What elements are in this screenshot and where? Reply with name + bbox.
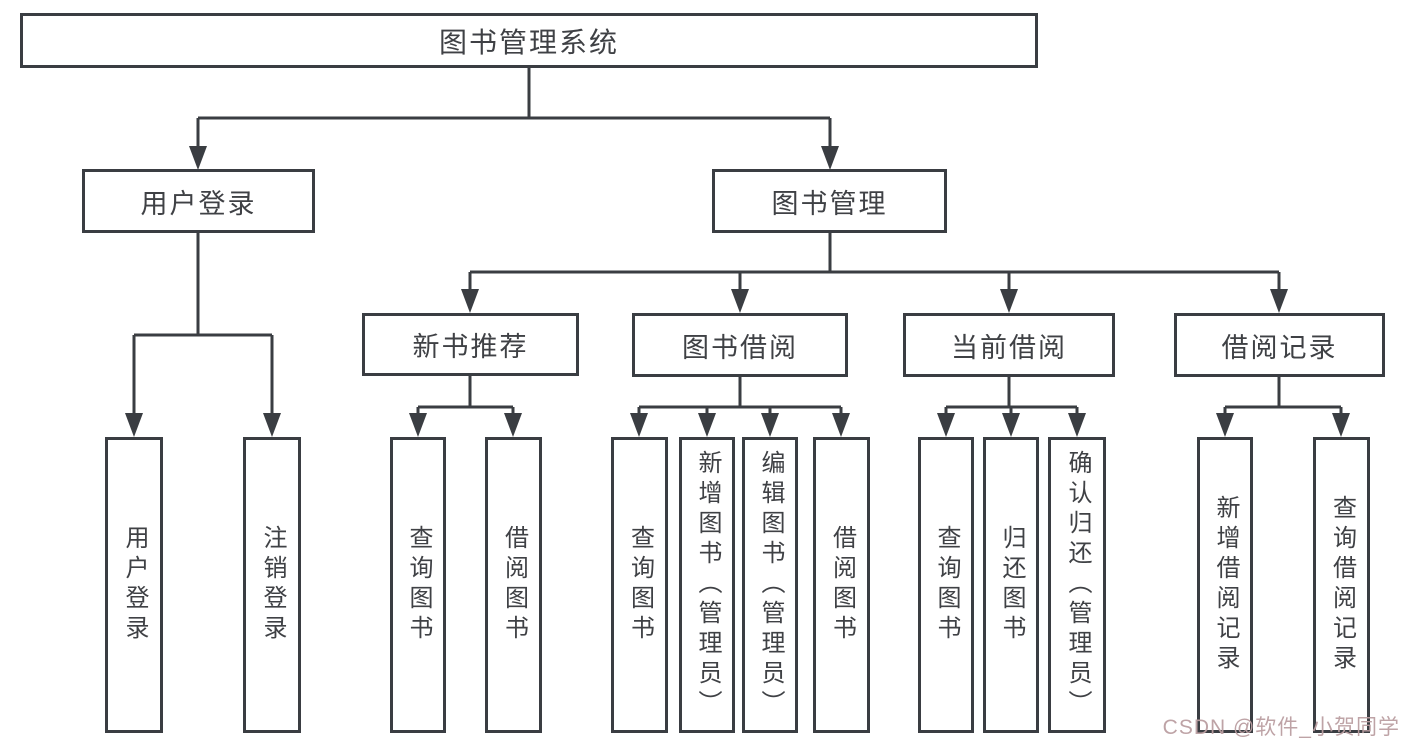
node-book-borrowing-label: 图书借阅 bbox=[682, 332, 798, 363]
node-book-management: 图书管理 bbox=[712, 169, 947, 233]
node-root: 图书管理系统 bbox=[20, 13, 1038, 68]
leaf-newbook-query-books-label: 查询图书 bbox=[405, 525, 432, 645]
leaf-borrow-borrow-books-label: 借阅图书 bbox=[828, 525, 856, 645]
node-book-borrowing: 图书借阅 bbox=[632, 313, 848, 377]
leaf-user-login: 用户登录 bbox=[105, 437, 163, 733]
leaf-records-query-record-label: 查询借阅记录 bbox=[1328, 495, 1356, 675]
node-current-borrowing: 当前借阅 bbox=[903, 313, 1115, 377]
leaf-current-return-books-label: 归还图书 bbox=[998, 525, 1025, 645]
leaf-borrow-borrow-books: 借阅图书 bbox=[813, 437, 870, 733]
node-book-management-label: 图书管理 bbox=[771, 188, 888, 219]
node-borrowing-records: 借阅记录 bbox=[1174, 313, 1385, 377]
leaf-newbook-query-books: 查询图书 bbox=[390, 437, 446, 733]
leaf-records-query-record: 查询借阅记录 bbox=[1313, 437, 1370, 733]
leaf-records-add-record-label: 新增借阅记录 bbox=[1212, 495, 1239, 675]
node-current-borrowing-label: 当前借阅 bbox=[951, 332, 1067, 363]
leaf-current-return-books: 归还图书 bbox=[983, 437, 1039, 733]
connector-records-to-leaves bbox=[1216, 377, 1350, 437]
leaf-borrow-add-books-admin: 新增图书（管理员） bbox=[679, 437, 735, 733]
watermark: CSDN @软件_小贺同学 bbox=[1162, 716, 1400, 739]
leaf-user-login-label: 用户登录 bbox=[121, 525, 148, 645]
connector-bookmgmt-to-level3 bbox=[461, 233, 1288, 313]
leaf-newbook-borrow-books-label: 借阅图书 bbox=[500, 525, 528, 645]
leaf-records-add-record: 新增借阅记录 bbox=[1197, 437, 1253, 733]
leaf-logout: 注销登录 bbox=[243, 437, 301, 733]
node-borrowing-records-label: 借阅记录 bbox=[1221, 332, 1338, 363]
node-new-book-recommend-label: 新书推荐 bbox=[412, 332, 529, 362]
leaf-borrow-query-books-label: 查询图书 bbox=[626, 525, 654, 645]
node-root-label: 图书管理系统 bbox=[438, 26, 619, 58]
leaf-borrow-edit-books-admin-label: 编辑图书（管理员） bbox=[757, 450, 784, 720]
leaf-current-confirm-return-admin-label: 确认归还（管理员） bbox=[1064, 450, 1091, 720]
leaf-current-query-books: 查询图书 bbox=[918, 437, 974, 733]
leaf-borrow-add-books-admin-label: 新增图书（管理员） bbox=[694, 450, 721, 720]
node-new-book-recommend: 新书推荐 bbox=[362, 313, 579, 376]
leaf-borrow-edit-books-admin: 编辑图书（管理员） bbox=[742, 437, 798, 733]
connector-current-to-leaves bbox=[937, 377, 1086, 437]
leaf-borrow-query-books: 查询图书 bbox=[611, 437, 668, 733]
leaf-current-query-books-label: 查询图书 bbox=[933, 525, 960, 645]
connector-borrow-to-leaves bbox=[630, 377, 850, 437]
node-user-login: 用户登录 bbox=[82, 169, 315, 233]
node-user-login-label: 用户登录 bbox=[140, 188, 257, 219]
connector-newbook-to-leaves bbox=[409, 376, 522, 437]
connector-userlogin-to-leaves bbox=[125, 233, 281, 437]
leaf-newbook-borrow-books: 借阅图书 bbox=[485, 437, 542, 733]
leaf-logout-label: 注销登录 bbox=[259, 525, 286, 645]
leaf-current-confirm-return-admin: 确认归还（管理员） bbox=[1048, 437, 1106, 733]
connector-root-to-level2 bbox=[189, 68, 839, 170]
